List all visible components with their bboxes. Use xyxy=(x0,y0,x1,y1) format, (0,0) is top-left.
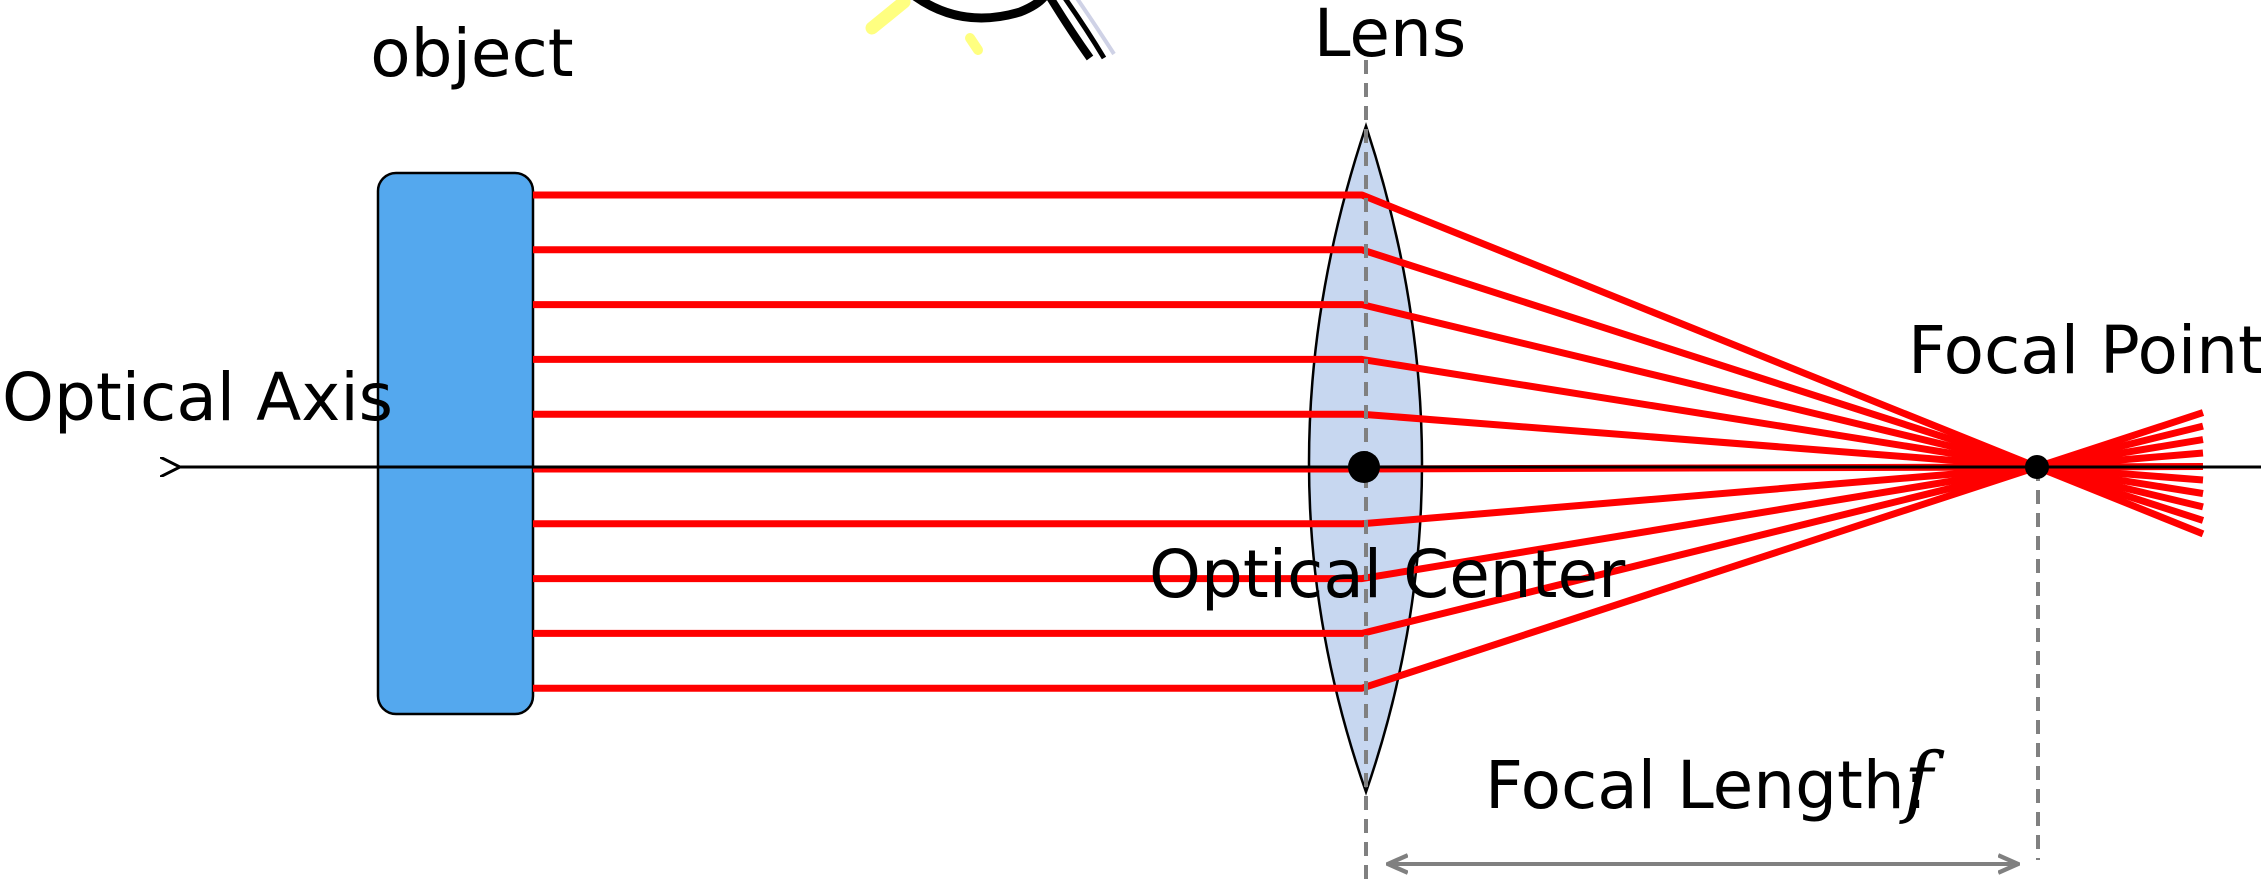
light-ray xyxy=(533,436,2204,583)
optical-axis-label: Optical Axis xyxy=(2,359,393,436)
focal-length-symbol: f xyxy=(1899,737,1945,827)
light-ray xyxy=(533,422,2204,637)
light-ray xyxy=(533,409,2205,692)
light-ray xyxy=(533,301,2204,511)
object-label: object xyxy=(370,15,573,92)
light-ray xyxy=(533,449,2204,528)
light-ray xyxy=(533,191,2205,538)
optical-center-label: Optical Center xyxy=(1149,536,1626,613)
focal-point-label: Focal Point xyxy=(1908,312,2261,389)
object-block xyxy=(376,171,535,716)
light-ray xyxy=(533,355,2204,497)
lens-label: Lens xyxy=(1314,0,1466,72)
light-ray xyxy=(533,410,2204,484)
light-bulb-icon xyxy=(865,0,1116,61)
focal-length-label: Focal Length: xyxy=(1485,747,1927,824)
optical-center-point xyxy=(1348,451,1380,483)
focal-point-dot xyxy=(2025,455,2049,479)
light-ray xyxy=(533,246,2205,524)
